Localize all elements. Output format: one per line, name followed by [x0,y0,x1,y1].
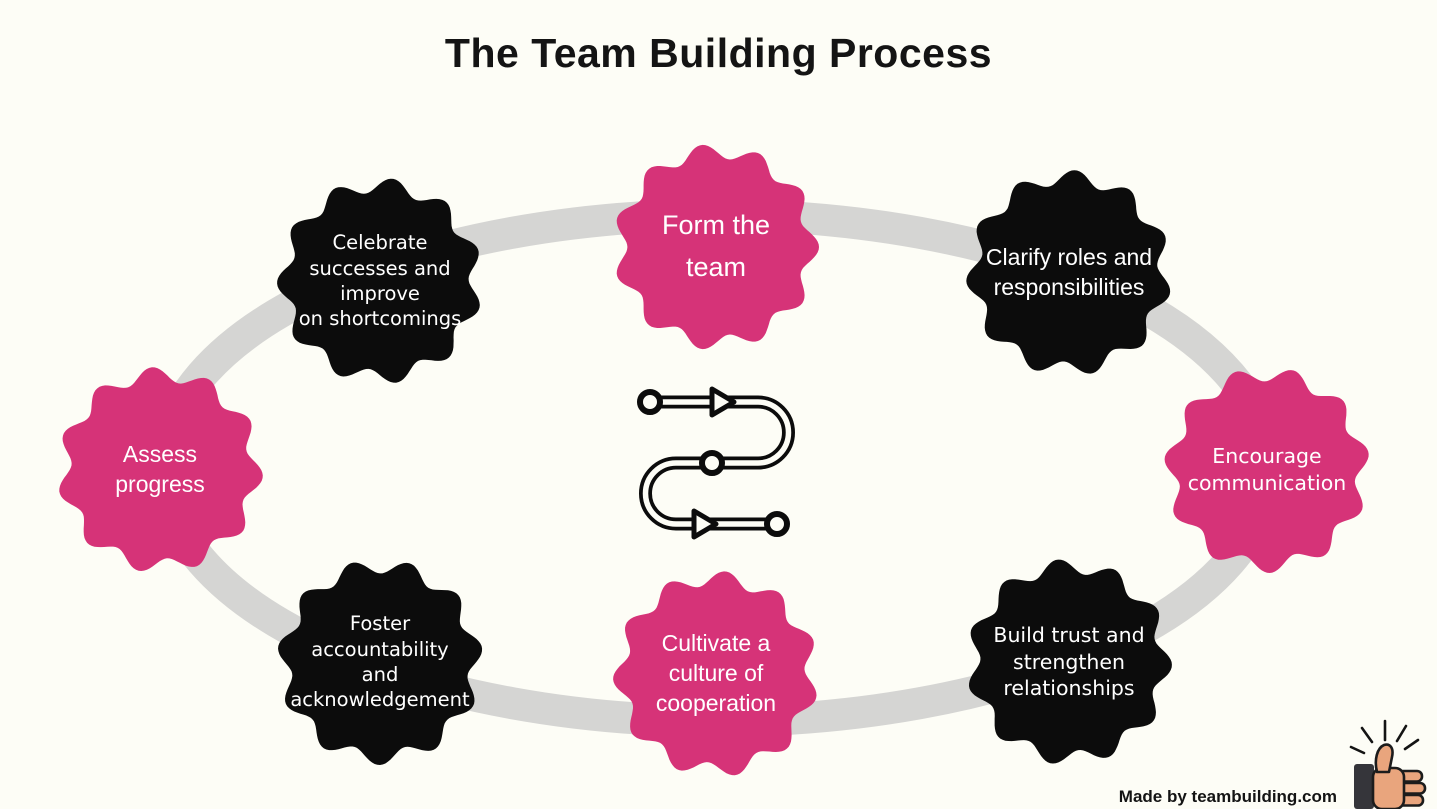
attribution-text: Made by teambuilding.com [1118,787,1337,806]
step-label-clarify-roles: Clarify roles and responsibilities [985,244,1153,300]
step-badge-foster-accountability: Foster accountability and acknowledgemen… [277,559,483,765]
step-label-assess-progress: Assess progress [115,441,205,497]
sleeve-shape [1354,764,1374,809]
page-title: The Team Building Process [444,30,993,76]
step-label-encourage-communication: Encourage communication [1187,444,1347,495]
seal-shape [59,367,263,572]
seal-shape [1164,370,1369,573]
step-label-celebrate-successes: Celebrate successes and improve on short… [298,231,462,331]
step-badge-assess-progress: Assess progress [57,367,263,573]
step-badge-cultivate-cooperation: Cultivate a culture of cooperation [613,571,819,777]
seal-shape [966,170,1171,374]
arrowhead-bottom-icon [691,508,719,540]
step-badge-clarify-roles: Clarify roles and responsibilities [966,170,1172,376]
burst-lines-icon [1349,719,1420,755]
step-label-cultivate-cooperation: Cultivate a culture of cooperation [655,630,777,716]
seal-shape [616,144,819,350]
path-middle-node [699,450,725,476]
step-badge-encourage-communication: Encourage communication [1164,367,1370,573]
hand-shape [1371,743,1427,809]
step-label-form-the-team: Form the team [661,210,771,282]
path-end-node [764,511,790,537]
thumbs-up-celebration-icon [1349,719,1427,809]
arrowhead-top-icon [709,386,737,418]
step-badge-form-the-team: Form the team [613,144,819,350]
step-label-foster-accountability: Foster accountability and acknowledgemen… [290,612,470,712]
path-start-node [637,389,663,415]
seal-shape [968,559,1172,764]
step-label-build-trust: Build trust and strengthen relationships [993,623,1145,701]
seal-shape [277,178,480,383]
seal-shape [278,562,483,765]
step-badge-build-trust: Build trust and strengthen relationships [966,559,1172,765]
process-path-icon [637,386,795,540]
seal-shape [613,571,817,776]
step-badge-celebrate-successes: Celebrate successes and improve on short… [277,178,483,384]
